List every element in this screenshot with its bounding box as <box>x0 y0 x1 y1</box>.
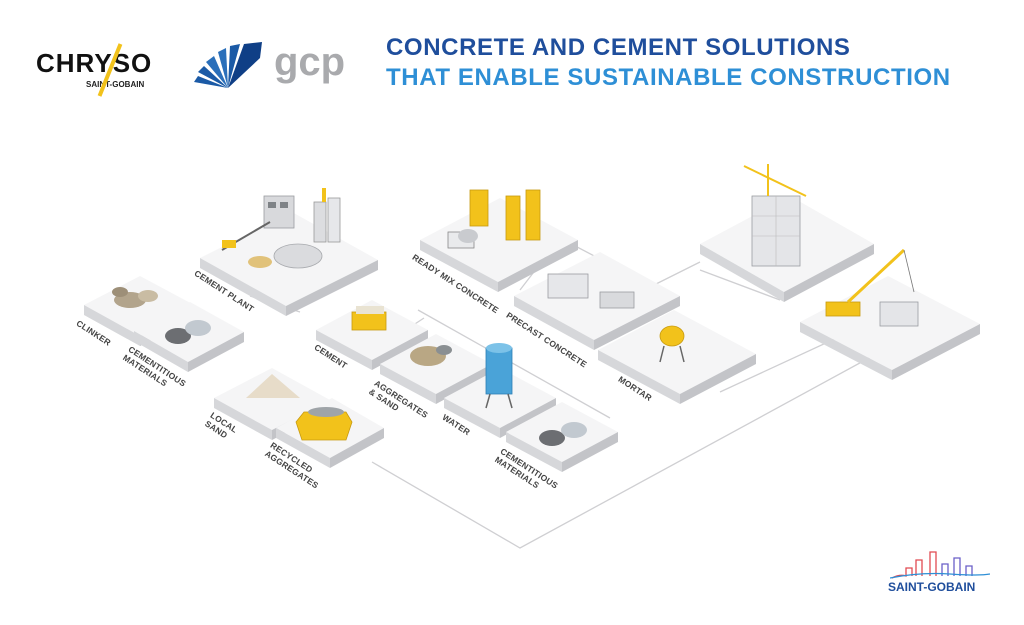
chryso-wordmark: CHRYSO <box>36 48 153 78</box>
platform-demolition-site <box>800 276 980 380</box>
saint-gobain-wordmark: SAINT-GOBAIN <box>888 580 976 594</box>
saint-gobain-skyline-icon <box>890 551 990 579</box>
cement-bags <box>351 306 387 331</box>
cement-plant-illustration <box>221 188 341 269</box>
saint-gobain-logo: SAINT-GOBAIN <box>880 548 1000 598</box>
mortar-mixer <box>659 325 685 363</box>
precast-elements <box>547 273 635 309</box>
platform-precast-concrete <box>514 252 680 350</box>
gcp-wordmark: gcp <box>274 40 346 84</box>
water-tank <box>485 343 513 409</box>
platform-mortar <box>598 310 756 404</box>
aggregates-sand-pile <box>410 345 452 366</box>
cementitious-materials-2-pile <box>539 422 587 446</box>
clinker-rocks <box>112 287 158 308</box>
title-line-2: THAT ENABLE SUSTAINABLE CONSTRUCTION <box>386 64 951 91</box>
local-sand-pile <box>246 374 300 398</box>
recycled-aggregates-skip <box>295 407 353 441</box>
mobile-crane <box>825 248 919 327</box>
gcp-logo: gcp <box>190 38 350 98</box>
gcp-fan-icon <box>194 42 262 88</box>
cementitious-materials-1-pile <box>165 320 211 344</box>
building-under-construction <box>743 164 807 267</box>
chryso-sub: SAINT-GOBAIN <box>86 80 145 89</box>
ready-mix-plant <box>447 189 541 249</box>
chryso-logo: CHRYSO SAINT-GOBAIN <box>36 42 186 102</box>
title-line-1: CONCRETE AND CEMENT SOLUTIONS <box>386 34 851 61</box>
